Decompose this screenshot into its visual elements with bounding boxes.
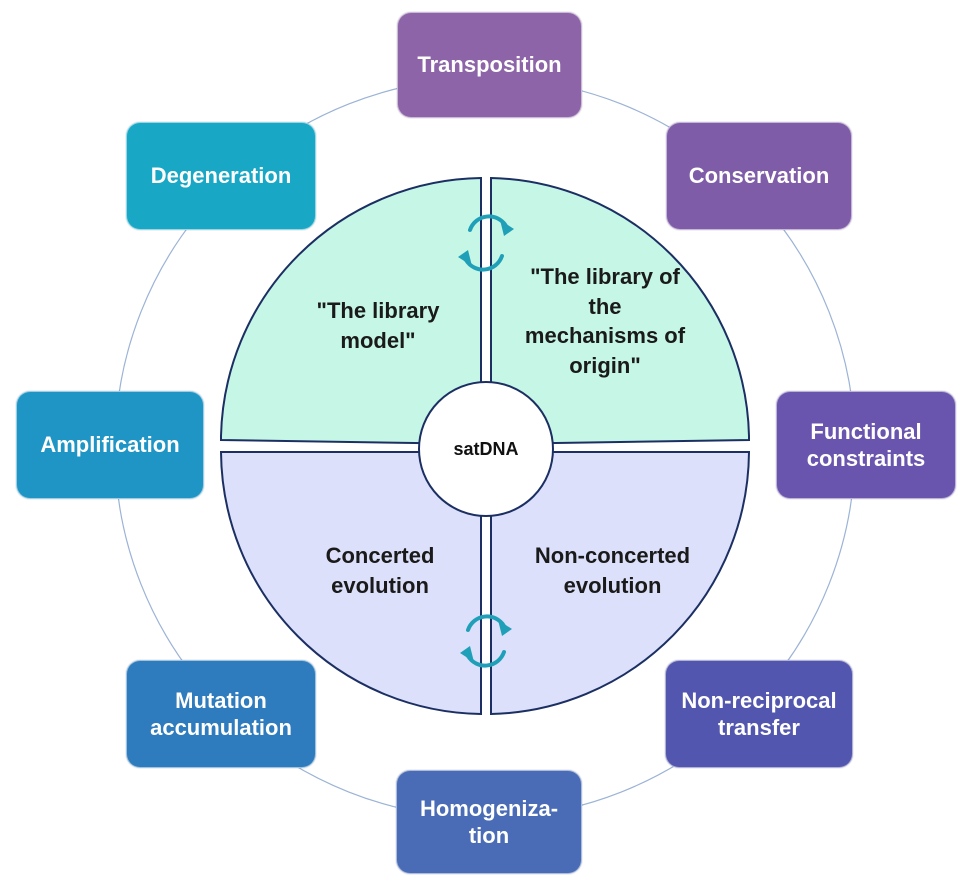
box-label: Mutation accumulation [150,687,292,741]
box-amplification: Amplification [16,391,204,499]
quadrant-top-left [220,176,482,446]
quadrant-label-library-model: "The library model" [316,298,440,353]
quadrant-bottom-left [219,451,482,716]
box-label: Functional constraints [806,418,926,472]
quadrant-bottom-right [490,451,751,716]
quadrant-label-non-concerted-evolution: Non-concerted evolution [534,543,691,598]
quadrant-label-concerted-evolution: Concerted evolution [325,543,435,598]
quadrant-label-library-mechanisms: "The library of the mechanisms of origin… [524,264,686,379]
box-label: Homogeniza-tion [419,795,559,849]
box-label: Transposition [417,52,562,78]
box-non-reciprocal-transfer: Non-reciprocal transfer [665,660,853,768]
box-conservation: Conservation [666,122,852,230]
box-transposition: Transposition [397,12,582,118]
cycle-arrows-icon [460,614,512,668]
box-label: Non-reciprocal transfer [681,687,837,741]
center-label-satdna: satDNA [453,438,519,459]
quadrant-top-right [490,176,750,446]
cycle-arrows-icon [458,214,514,272]
box-functional-constraints: Functional constraints [776,391,956,499]
box-label: Amplification [40,432,180,458]
box-mutation-accumulation: Mutation accumulation [126,660,316,768]
box-label: Conservation [688,163,830,189]
box-label: Degeneration [150,163,292,189]
center-circle [418,381,554,517]
box-homogenization: Homogeniza-tion [396,770,582,874]
box-degeneration: Degeneration [126,122,316,230]
